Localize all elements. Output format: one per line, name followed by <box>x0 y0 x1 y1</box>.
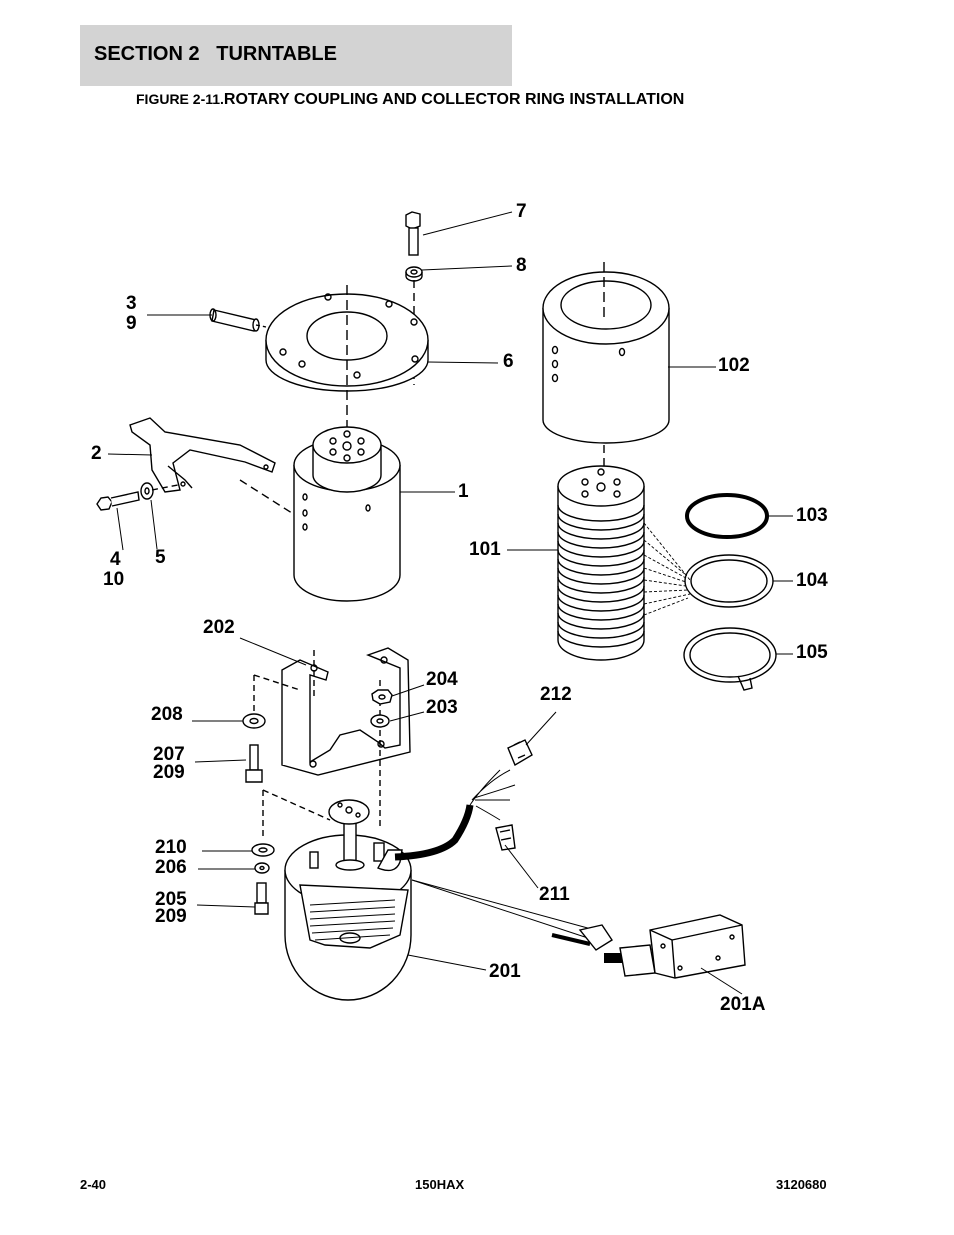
callout-210: 210 <box>155 837 187 858</box>
pin-3-9 <box>209 308 267 332</box>
callout-10: 10 <box>103 569 125 590</box>
rotary-coupling-1 <box>293 426 401 602</box>
bracket-202 <box>281 647 411 776</box>
callout-212: 212 <box>540 684 572 705</box>
callout-6: 6 <box>503 351 514 372</box>
callout-2: 2 <box>91 443 102 464</box>
bolt-4-10 <box>96 491 140 511</box>
callout-104: 104 <box>796 570 828 591</box>
figure-caption: ROTARY COUPLING AND COLLECTOR RING INSTA… <box>223 91 685 108</box>
callout-202: 202 <box>203 617 235 638</box>
leader-lines <box>643 522 691 616</box>
washer-208 <box>242 713 266 729</box>
callout-204: 204 <box>426 669 458 690</box>
o-ring-103 <box>685 493 769 539</box>
figure-number: FIGURE 2-11. <box>136 91 224 107</box>
callout-209: 209 <box>153 762 185 783</box>
switch-201a <box>604 914 746 979</box>
callout-211: 211 <box>539 884 570 905</box>
bolt-7 <box>405 211 421 256</box>
document-number: 3120680 <box>776 1177 827 1192</box>
callout-101: 101 <box>469 539 501 560</box>
callout-3: 3 <box>126 293 137 314</box>
callout-207: 207 <box>153 744 185 765</box>
washer-203 <box>370 714 390 728</box>
connector-211 <box>495 824 516 851</box>
connector-212 <box>507 739 533 767</box>
nut-204 <box>371 689 393 705</box>
page-number: 2-40 <box>80 1177 107 1192</box>
callout-103: 103 <box>796 505 828 526</box>
callout-203: 203 <box>426 697 458 718</box>
snap-ring-105 <box>683 627 777 691</box>
housing-102 <box>542 271 670 444</box>
housing-201 <box>284 799 412 1001</box>
bracket-2 <box>129 417 276 493</box>
callout-205: 205 <box>155 889 187 910</box>
figure-title: FIGURE 2-11.ROTARY COUPLING AND COLLECTO… <box>136 91 684 109</box>
callout-9: 9 <box>126 313 137 334</box>
cable-harness <box>394 769 516 861</box>
callout-201: 201 <box>489 961 521 982</box>
washer-8 <box>405 266 423 282</box>
washer-210 <box>251 843 275 857</box>
bolt-205-209 <box>254 882 269 915</box>
bolt-207-209 <box>245 744 263 783</box>
callout-7: 7 <box>516 201 527 222</box>
washer-5 <box>140 482 154 500</box>
section-header: SECTION 2 TURNTABLE <box>80 25 512 86</box>
collector-ring-101 <box>557 465 645 661</box>
section-title: SECTION 2 TURNTABLE <box>94 43 337 65</box>
callout-5: 5 <box>155 547 166 568</box>
washer-206 <box>254 862 270 874</box>
leader-lines <box>107 211 793 995</box>
callout-4: 4 <box>110 549 121 570</box>
ring-104 <box>684 554 774 608</box>
model-name: 150HAX <box>415 1177 465 1192</box>
callout-208: 208 <box>151 704 183 725</box>
callout-201a: 201A <box>720 994 766 1015</box>
callout-102: 102 <box>718 355 750 376</box>
callout-8: 8 <box>516 255 527 276</box>
callout-206: 206 <box>155 857 187 878</box>
callout-1: 1 <box>458 481 469 502</box>
callout-105: 105 <box>796 642 828 663</box>
callout-209-lower: 209 <box>155 906 187 927</box>
